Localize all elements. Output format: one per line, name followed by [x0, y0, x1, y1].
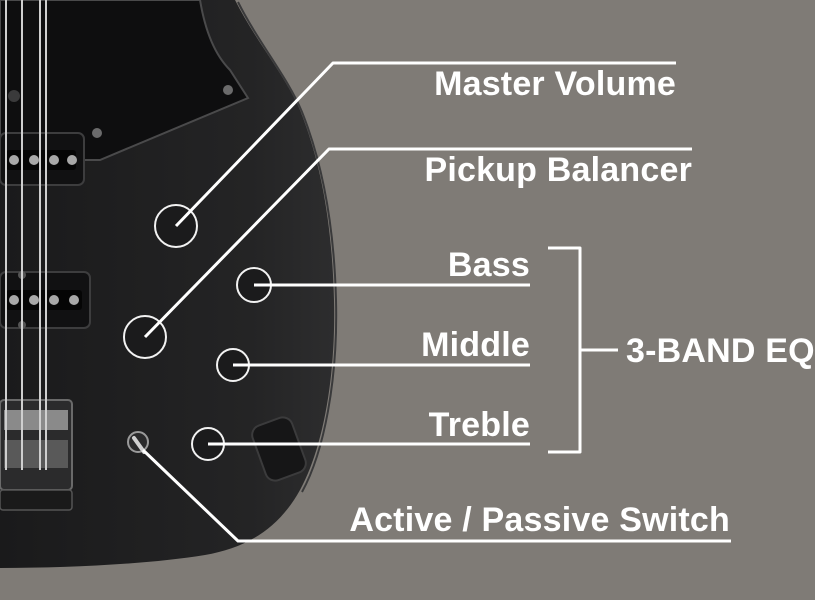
- pickguard-screw: [8, 90, 20, 102]
- master-volume-label: Master Volume: [434, 65, 676, 103]
- bass-strings: [5, 0, 47, 470]
- pickup-balancer-label: Pickup Balancer: [424, 151, 692, 189]
- pickguard-screw: [92, 128, 102, 138]
- three-band-eq-label: 3-BAND EQ: [626, 332, 815, 370]
- pickup-icon: [0, 132, 85, 186]
- callout-pickup-balancer: [143, 147, 692, 339]
- middle-label: Middle: [421, 326, 530, 364]
- callout-active-passive-switch: [141, 448, 731, 543]
- eq-bracket: [548, 246, 582, 454]
- pickguard: [0, 0, 250, 161]
- bass-label: Bass: [447, 246, 530, 284]
- treble-label: Treble: [428, 406, 530, 444]
- callout-master-volume: [174, 61, 676, 228]
- callout-lines: [141, 61, 731, 543]
- pickguard-screw: [223, 85, 233, 95]
- active-passive-switch-label: Active / Passive Switch: [349, 501, 730, 539]
- body-edge-highlight: [237, 1, 338, 493]
- output-jack: [251, 416, 307, 482]
- bridge-icon: [0, 399, 73, 511]
- toggle-switch-icon: [127, 431, 149, 454]
